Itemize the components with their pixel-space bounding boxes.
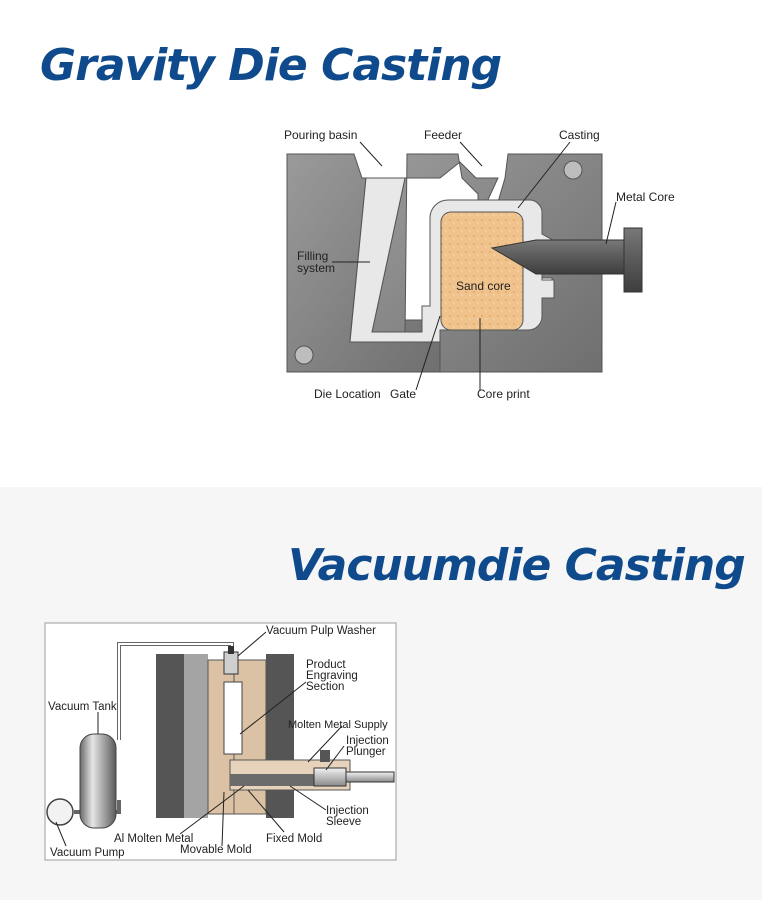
leader-line	[359, 141, 383, 167]
label-movable-mold: Movable Mold	[180, 844, 252, 856]
label-al-molten-metal: Al Molten Metal	[114, 833, 193, 845]
label-vacuum-pump: Vacuum Pump	[50, 847, 125, 859]
leader-line	[459, 141, 483, 167]
label-product-engraving-section: Section	[306, 681, 344, 693]
label-gate: Gate	[390, 387, 416, 401]
gravity-die-casting-title: Gravity Die Casting	[40, 40, 502, 91]
vacuum-die-casting-title: Vacuumdie Casting	[288, 540, 746, 591]
label-injection-plunger: Injection	[346, 735, 389, 747]
leader-line	[605, 201, 617, 245]
label-vacuum-tank: Vacuum Tank	[48, 701, 117, 713]
label-casting: Casting	[559, 128, 600, 142]
injection-plunger	[313, 767, 347, 787]
label-product-engraving-section: Engraving	[306, 670, 358, 682]
label-product-engraving-section: Product	[306, 659, 346, 671]
molten-metal-supply	[320, 750, 330, 762]
leader-line	[55, 821, 67, 847]
vacuum-pump	[46, 798, 74, 826]
vacuum-pulp-washer-stem	[228, 646, 234, 654]
product-cavity	[223, 681, 243, 755]
al-molten-metal	[230, 774, 314, 786]
vacuum-die-casting-diagram: Vacuum Pulp Washer Product Engraving Sec…	[44, 622, 397, 861]
fixed-platen	[266, 654, 294, 818]
label-filling-system: system	[297, 261, 335, 275]
label-injection-sleeve: Sleeve	[326, 816, 361, 828]
label-feeder: Feeder	[424, 128, 462, 142]
die-location-hole	[294, 345, 314, 365]
leader-line	[237, 631, 267, 657]
vacuum-pulp-washer	[223, 651, 239, 675]
leader-line	[289, 785, 327, 811]
label-pouring-basin: Pouring basin	[284, 128, 357, 142]
label-die-location: Die Location	[314, 387, 381, 401]
leader-line	[247, 789, 285, 833]
die-location-hole	[563, 160, 583, 180]
gravity-die-casting-diagram: Pouring basin Feeder Casting Metal Core …	[284, 128, 675, 401]
sand-core	[440, 211, 524, 331]
label-molten-metal-supply: Molten Metal Supply	[288, 719, 388, 731]
label-sand-core: Sand core	[456, 279, 511, 293]
leader-line	[239, 681, 307, 735]
vacuum-tank	[79, 733, 117, 829]
label-metal-core: Metal Core	[616, 190, 675, 204]
label-injection-plunger: Plunger	[346, 746, 386, 758]
metal-core-head	[623, 227, 643, 293]
leader-line	[307, 725, 343, 763]
label-core-print: Core print	[477, 387, 530, 401]
label-fixed-mold: Fixed Mold	[266, 833, 322, 845]
leader-line	[179, 785, 245, 835]
leader-line	[517, 141, 571, 209]
movable-platen	[156, 654, 184, 818]
label-filling-system: Filling	[297, 249, 328, 263]
label-vacuum-pulp-washer: Vacuum Pulp Washer	[266, 625, 376, 637]
leader-line	[221, 791, 225, 847]
label-injection-sleeve: Injection	[326, 805, 369, 817]
movable-platen-bar	[184, 654, 208, 818]
leader-line	[325, 745, 345, 771]
leader-line	[415, 315, 441, 391]
injection-plunger-rod	[345, 771, 395, 783]
